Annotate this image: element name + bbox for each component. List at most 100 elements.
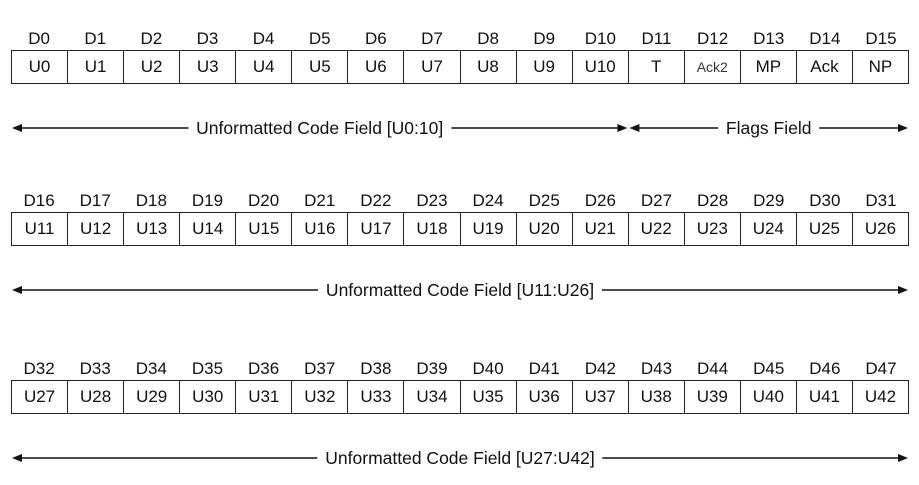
bit-cell: U11	[12, 213, 69, 245]
bit-cell: U42	[864, 387, 897, 406]
bit-label: D46	[809, 359, 841, 378]
bit-label: D1	[84, 29, 107, 48]
bit-cell: U31	[236, 381, 293, 413]
bit-label: D23	[416, 191, 448, 210]
bit-label: D4	[252, 29, 275, 48]
bit-label: D28	[696, 191, 729, 210]
bit-cell: U8	[461, 51, 517, 83]
bit-cell: U6	[348, 51, 405, 83]
bit-cell: U28	[68, 381, 125, 413]
arrow-right-head	[898, 286, 908, 294]
bit-cell: U18	[404, 213, 461, 245]
arrow-left-head	[12, 286, 22, 294]
bit-cell: U10	[573, 51, 629, 83]
bit-label: D25	[528, 191, 560, 210]
bit-cell: U19	[461, 213, 517, 245]
field-label: Unformatted Code Field [U27:U42]	[317, 446, 603, 470]
bit-label: D10	[584, 29, 616, 48]
arrow-left-head	[629, 124, 640, 132]
bit-label: D32	[23, 359, 55, 378]
bit-label: D2	[140, 29, 163, 48]
bit-cell: U27	[12, 381, 69, 413]
bit-cell: U37	[573, 381, 629, 413]
bit-cell: MP	[741, 51, 797, 83]
bit-cell: U1	[68, 51, 125, 83]
bit-cell: U40	[741, 381, 797, 413]
bit-cell: U20	[517, 213, 573, 245]
bit-cell: Ack	[797, 51, 853, 83]
arrow-left-head	[12, 454, 22, 462]
bit-cell: U30	[180, 381, 237, 413]
bit-cell: U29	[124, 381, 181, 413]
bit-label: D30	[809, 191, 841, 210]
bit-cell: U5	[292, 51, 349, 83]
bit-cell: U15	[236, 213, 293, 245]
bit-cell: Ack2	[685, 51, 741, 83]
bit-cell: U0	[12, 51, 69, 83]
bit-cell: U38	[629, 381, 685, 413]
field-label: Unformatted Code Field [U0:10]	[188, 116, 452, 140]
bit-label: D0	[28, 29, 50, 48]
bit-cell: U3	[180, 51, 237, 83]
bit-label: D6	[364, 29, 387, 48]
bit-cell: U39	[685, 381, 741, 413]
bit-label: D41	[528, 359, 560, 378]
arrow-right-head	[898, 454, 908, 462]
bit-label: D27	[640, 191, 673, 210]
bit-label: D37	[304, 359, 336, 378]
bit-label: D12	[696, 29, 729, 48]
bit-label: D43	[640, 359, 673, 378]
bit-label: D24	[472, 191, 504, 210]
bit-label: D21	[304, 191, 336, 210]
bit-cell: U2	[124, 51, 181, 83]
bit-label: D14	[809, 29, 841, 48]
bit-label: D15	[865, 29, 897, 48]
bit-cell: U41	[797, 381, 853, 413]
bit-label: D16	[23, 191, 55, 210]
bit-cell: U7	[404, 51, 461, 83]
field-arrow-row: Unformatted Code Field [U0:10]Flags Fiel…	[11, 116, 909, 140]
bit-label: D44	[696, 359, 729, 378]
bit-label: D29	[753, 191, 785, 210]
bit-cell: U4	[236, 51, 293, 83]
bit-label: D5	[308, 29, 331, 48]
bit-label: D42	[584, 359, 616, 378]
field-label: Unformatted Code Field [U11:U26]	[317, 278, 603, 302]
bit-cell: T	[629, 51, 685, 83]
bit-label: D45	[753, 359, 785, 378]
bit-cell: U26	[864, 219, 897, 238]
bit-label: D7	[421, 29, 443, 48]
field-arrow-row: Unformatted Code Field [U11:U26]	[11, 278, 909, 302]
bit-cell: U34	[404, 381, 461, 413]
bit-label: D34	[135, 359, 167, 378]
bit-label: D26	[584, 191, 616, 210]
arrow-left-head	[12, 124, 22, 132]
bit-label: D36	[247, 359, 280, 378]
bit-cell: U36	[517, 381, 573, 413]
bit-cell: U21	[573, 213, 629, 245]
bit-label: D13	[753, 29, 785, 48]
bit-label: D17	[79, 191, 111, 210]
bit-cell: U9	[517, 51, 573, 83]
bit-cell: U23	[685, 213, 741, 245]
bit-cell: U33	[348, 381, 405, 413]
bit-label: D47	[865, 359, 897, 378]
bit-cell: U35	[461, 381, 517, 413]
arrow-right-head	[617, 124, 628, 132]
bit-label: D8	[477, 29, 499, 48]
bit-label: D9	[533, 29, 556, 48]
bit-label: D38	[360, 359, 392, 378]
bit-label: D31	[865, 191, 897, 210]
field-arrow-row: Unformatted Code Field [U27:U42]	[11, 446, 909, 470]
bit-cell: U13	[124, 213, 181, 245]
bit-label: D22	[360, 191, 392, 210]
bit-label: D18	[135, 191, 167, 210]
bit-cell: U12	[68, 213, 125, 245]
bit-label: D33	[79, 359, 111, 378]
bit-cell: U17	[348, 213, 405, 245]
